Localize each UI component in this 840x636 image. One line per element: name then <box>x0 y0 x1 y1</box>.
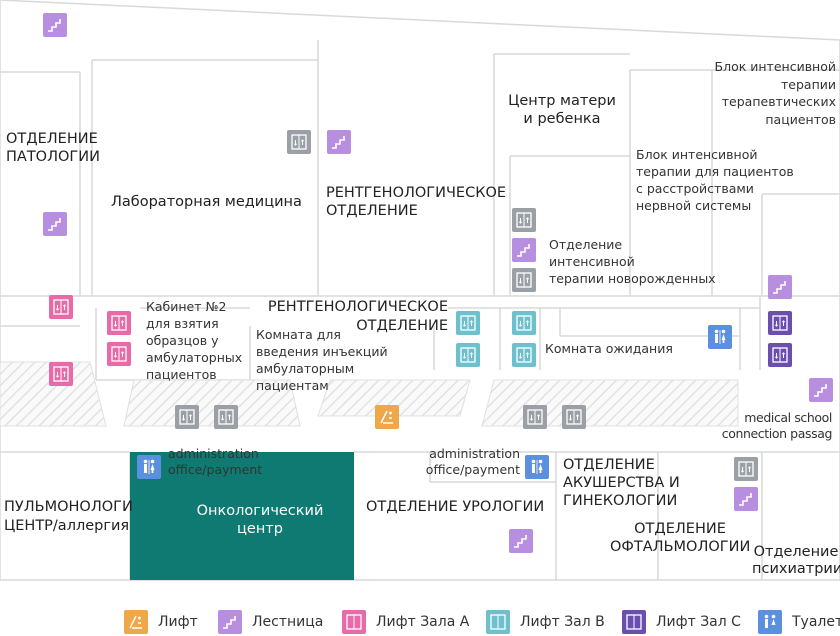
radiology-dept-mid-label: РЕНТГЕНОЛОГИЧЕСКОЕ ОТДЕЛЕНИЕ <box>267 299 448 334</box>
medical-school-passage-label: medical school connection passag <box>721 410 833 441</box>
icu-therapy-label: Блок интенсивной терапии терапевтических… <box>714 59 836 127</box>
elevator-hall-c-icon[interactable] <box>768 311 792 335</box>
legend-label: Лифт Зал C <box>656 614 741 630</box>
oncology-center-area <box>130 452 354 580</box>
legend-label: Туалет <box>792 614 840 630</box>
stairs-icon <box>218 610 242 634</box>
elevator-icon[interactable] <box>375 405 399 429</box>
elevator-icon[interactable] <box>562 405 586 429</box>
pulmonology-center-label: ПУЛЬМОНОЛОГИ ЦЕНТР/аллергия <box>4 499 133 534</box>
stairs-icon[interactable] <box>509 529 533 553</box>
sample-room-label: Кабинет №2 для взятия образцов у амбулат… <box>146 299 243 382</box>
elevator-hall-b-icon[interactable] <box>512 311 536 335</box>
legend-item-elevator-hall-a: Лифт Зала А <box>342 608 469 636</box>
stairs-icon[interactable] <box>809 378 833 402</box>
elevator-hall-a-icon[interactable] <box>107 342 131 366</box>
elevator-icon[interactable] <box>512 268 536 292</box>
legend-item-elevator-hall-c: Лифт Зал C <box>622 608 741 636</box>
legend-item-stairs: Лестница <box>218 608 323 636</box>
toilet-icon <box>758 610 782 634</box>
elevator-hall-b-icon[interactable] <box>512 343 536 367</box>
toilet-icon[interactable] <box>525 455 549 479</box>
elevator-hall-c-icon <box>622 610 646 634</box>
radiology-dept-top-label: РЕНТГЕНОЛОГИЧЕСКОЕ ОТДЕЛЕНИЕ <box>326 185 507 219</box>
elevator-icon[interactable] <box>175 405 199 429</box>
oncology-center-label: Онкологический центр <box>196 503 324 537</box>
admin-office-right-label: administration office/payment <box>425 446 520 477</box>
stairs-icon[interactable] <box>768 275 792 299</box>
legend-item-elevator: Лифт <box>124 608 198 636</box>
obstetrics-dept-label: ОТДЕЛЕНИЕ АКУШЕРСТВА И ГИНЕКОЛОГИИ <box>563 457 680 509</box>
stairs-icon[interactable] <box>327 130 351 154</box>
legend-item-toilet: Туалет <box>758 608 840 636</box>
elevator-hall-a-icon[interactable] <box>49 362 73 386</box>
nicu-label: Отделение интенсивной терапии новорожден… <box>549 237 716 286</box>
elevator-hall-a-icon[interactable] <box>49 295 73 319</box>
legend-label: Лифт Зал B <box>520 614 605 630</box>
legend-label: Лестница <box>252 614 324 630</box>
elevator-hall-b-icon[interactable] <box>456 343 480 367</box>
elevator-icon[interactable] <box>734 457 758 481</box>
map-legend: Лифт Лестница Лифт Зала А Лифт Зал B Лиф… <box>0 608 840 636</box>
lab-medicine-label: Лабораторная медицина <box>111 194 302 210</box>
elevator-hall-a-icon <box>342 610 366 634</box>
elevator-hall-b-icon[interactable] <box>456 311 480 335</box>
stairs-icon[interactable] <box>734 487 758 511</box>
elevator-icon[interactable] <box>523 405 547 429</box>
urology-dept-label: ОТДЕЛЕНИЕ УРОЛОГИИ <box>366 499 545 515</box>
waiting-room-label: Комната ожидания <box>545 341 673 356</box>
mother-child-center-label: Центр матери и ребенка <box>508 93 616 127</box>
psychiatry-dept-label: Отделение психиатрии <box>752 544 840 577</box>
legend-item-elevator-hall-b: Лифт Зал B <box>486 608 605 636</box>
legend-label: Лифт Зала А <box>376 614 470 630</box>
elevator-hall-b-icon <box>486 610 510 634</box>
elevator-icon[interactable] <box>287 130 311 154</box>
injection-room-label: Комната для введения инъекций амбулаторн… <box>256 327 388 393</box>
elevator-icon[interactable] <box>512 208 536 232</box>
elevator-hall-c-icon[interactable] <box>768 343 792 367</box>
elevator-icon[interactable] <box>214 405 238 429</box>
icu-neuro-label: Блок интенсивной терапии для пациентов с… <box>636 147 794 213</box>
stairs-icon[interactable] <box>43 13 67 37</box>
elevator-hall-a-icon[interactable] <box>107 311 131 335</box>
legend-label: Лифт <box>158 614 198 630</box>
stairs-icon[interactable] <box>512 238 536 262</box>
elevator-icon <box>124 610 148 634</box>
toilet-icon[interactable] <box>137 455 161 479</box>
ophthalmology-dept-label: ОТДЕЛЕНИЕ ОФТАЛЬМОЛОГИИ <box>610 521 751 555</box>
stairs-icon[interactable] <box>43 212 67 236</box>
toilet-icon[interactable] <box>708 325 732 349</box>
pathology-dept-label: ОТДЕЛЕНИЕ ПАТОЛОГИИ <box>6 131 100 165</box>
admin-office-left-label: administration office/payment <box>168 446 263 477</box>
